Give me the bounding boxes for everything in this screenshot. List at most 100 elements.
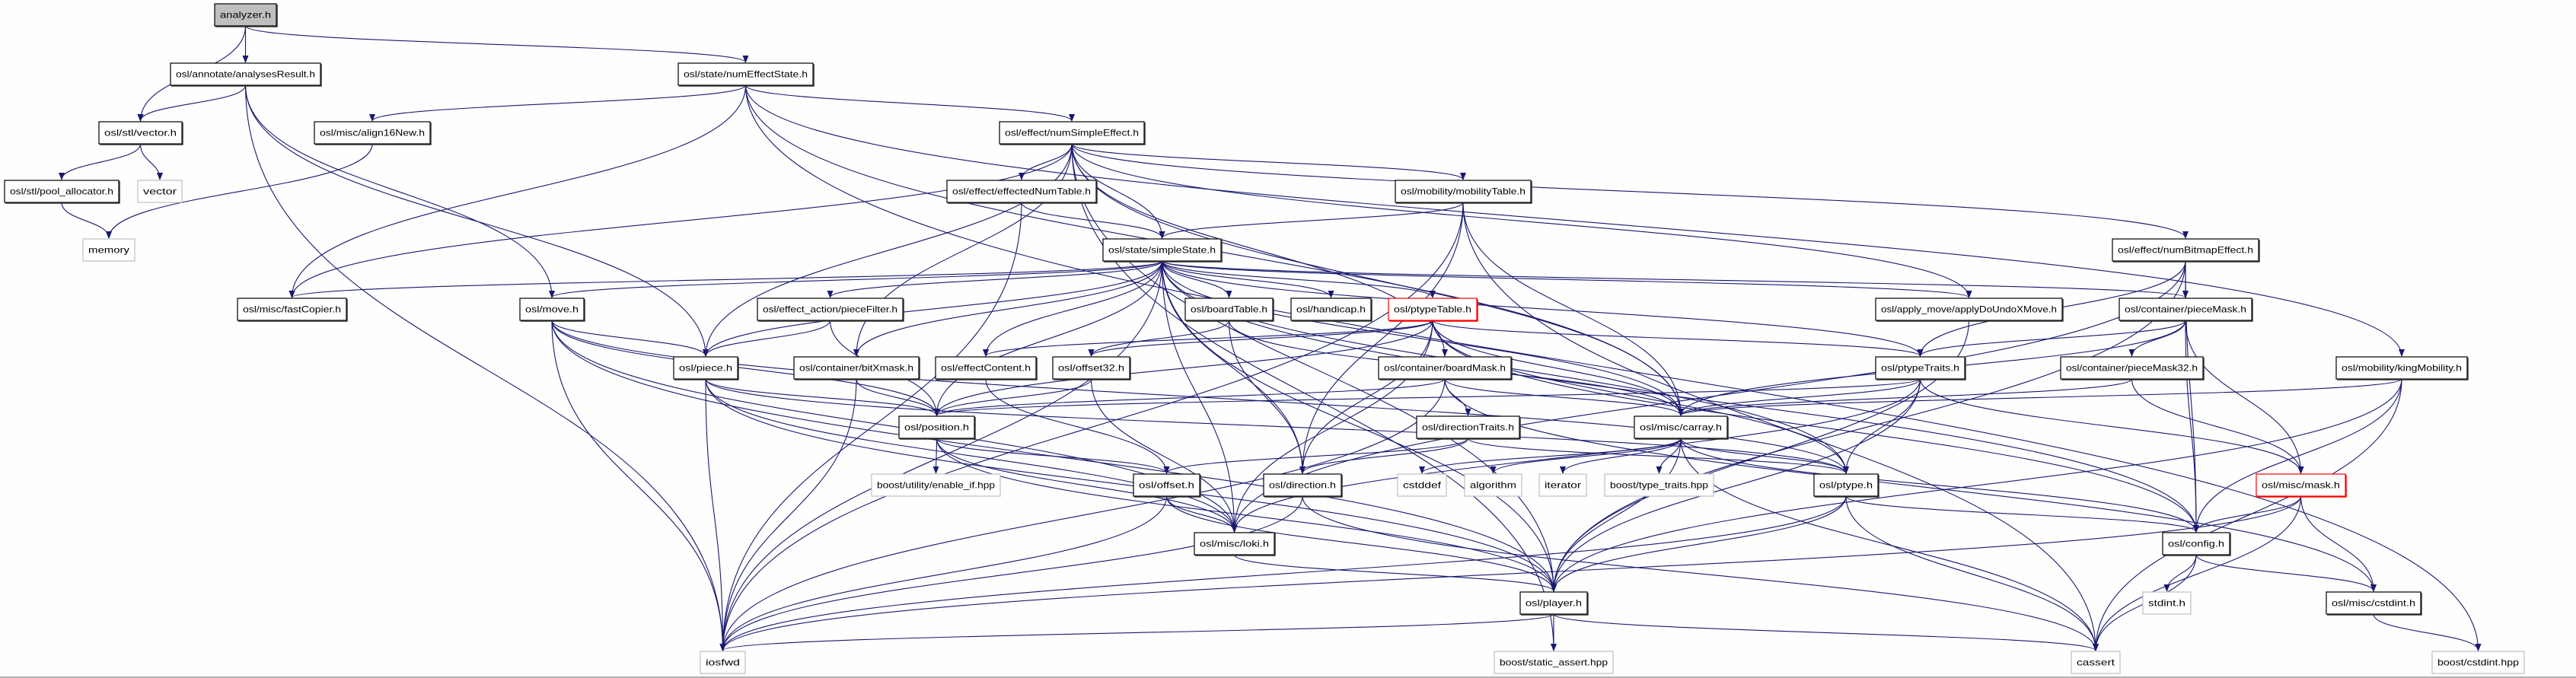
node-ptypeTable[interactable]: osl/ptypeTable.h [1388, 298, 1478, 322]
node-box [237, 298, 347, 321]
edge-ptypeTraits-to-mask [1919, 378, 2304, 474]
edge-ptypeTable-to-carray [1432, 320, 1684, 416]
edge-mobilityTable-to-carray [1462, 202, 1684, 416]
node-player[interactable]: osl/player.h [1519, 591, 1589, 616]
node-label: osl/misc/cstdint.h [2332, 598, 2415, 609]
node-label: osl/effect/effectedNumTable.h [952, 186, 1091, 197]
node-label: cstddef [1403, 480, 1442, 491]
node-box [2112, 238, 2259, 262]
edge-player-to-cassert [1553, 613, 2099, 651]
node-shadow [1054, 358, 1131, 380]
node-box [2071, 651, 2121, 674]
node-mask[interactable]: osl/misc/mask.h [2256, 473, 2347, 498]
node-box [898, 415, 975, 439]
node-shadow [2061, 358, 2205, 380]
edge-carray-to-config [1680, 438, 2199, 533]
node-shadow [1186, 299, 1274, 322]
node-box [1604, 473, 1714, 497]
node-kingMobility[interactable]: osl/mobility/kingMobility.h [2335, 356, 2469, 380]
node-label: osl/container/boardMask.h [1384, 363, 1506, 374]
node-position[interactable]: osl/position.h [898, 415, 976, 440]
edge-numSimpleEffect-to-player [1071, 143, 1557, 592]
edge-position-to-loki [936, 438, 1238, 533]
node-loki[interactable]: osl/misc/loki.h [1194, 532, 1276, 556]
edge-piece-to-position [705, 378, 940, 416]
node-shadow [900, 417, 976, 440]
node-pieceFilter[interactable]: osl/effect_action/pieceFilter.h [757, 298, 904, 322]
node-box [2431, 651, 2525, 674]
node-mobilityTable[interactable]: osl/mobility/mobilityTable.h [1395, 180, 1532, 204]
node-box [314, 121, 431, 145]
node-box [2256, 473, 2346, 497]
node-numBitmapEffect[interactable]: osl/effect/numBitmapEffect.h [2112, 238, 2260, 263]
node-shadow [1104, 240, 1223, 263]
node-bitXmask[interactable]: osl/container/bitXmask.h [793, 356, 920, 380]
node-pieceMask32[interactable]: osl/container/pieceMask32.h [2060, 356, 2205, 380]
node-effectContent[interactable]: osl/effectContent.h [935, 356, 1038, 380]
edge-position-to-player [936, 438, 1557, 592]
edge-mask-to-cassert [2093, 495, 2302, 651]
node-carray[interactable]: osl/misc/carray.h [1634, 415, 1729, 440]
node-label: osl/misc/fastCopier.h [243, 304, 341, 315]
node-boardTable[interactable]: osl/boardTable.h [1184, 298, 1274, 322]
edge-ptype-to-player [1551, 495, 1847, 592]
node-offset[interactable]: osl/offset.h [1133, 473, 1201, 498]
edge-ptype-to-config [1845, 495, 2199, 533]
edge-kingMobility-to-carray [1678, 378, 2402, 416]
node-align16New[interactable]: osl/misc/align16New.h [314, 121, 432, 145]
edge-direction-to-iosfwd [719, 495, 1303, 651]
node-analysesResult[interactable]: osl/annotate/analysesResult.h [170, 62, 322, 87]
edge-piece-to-iosfwd [705, 378, 726, 651]
node-handicap[interactable]: osl/handicap.h [1290, 298, 1372, 322]
node-numSimpleEffect[interactable]: osl/effect/numSimpleEffect.h [999, 121, 1146, 145]
node-box [4, 180, 120, 203]
node-shadow [1876, 358, 1966, 380]
node-box [1494, 651, 1614, 674]
node-box [2326, 591, 2421, 615]
edge-player-to-iosfwd [719, 613, 1554, 651]
node-effectedNumTable[interactable]: osl/effect/effectedNumTable.h [946, 180, 1098, 204]
node-direction[interactable]: osl/direction.h [1263, 473, 1343, 498]
node-applyDoUndo[interactable]: osl/apply_move/applyDoUndoXMove.h [1875, 298, 2064, 322]
node-config[interactable]: osl/config.h [2162, 532, 2231, 556]
edge-vectorh-to-vector [139, 143, 163, 180]
node-offset32[interactable]: osl/offset32.h [1052, 356, 1131, 380]
node-fastCopier[interactable]: osl/misc/fastCopier.h [237, 298, 348, 322]
node-label: osl/misc/carray.h [1640, 422, 1722, 433]
node-directionTraits[interactable]: osl/directionTraits.h [1416, 415, 1521, 440]
node-shadow [2337, 358, 2469, 380]
edge-position-to-offset [936, 438, 1170, 474]
node-ptypeTraits[interactable]: osl/ptypeTraits.h [1875, 356, 1966, 380]
node-label: osl/container/bitXmask.h [799, 363, 913, 374]
node-label: osl/misc/loki.h [1200, 539, 1269, 549]
node-label: osl/position.h [904, 422, 969, 433]
node-box [1538, 473, 1587, 497]
node-box [2335, 356, 2468, 380]
node-label: boost/utility/enable_if.hpp [877, 480, 995, 491]
edge-ptypeTable-to-ptypeTraits [1432, 320, 1924, 357]
edge-simpleState-to-carray [1161, 260, 1684, 416]
edge-offset32-to-loki [1090, 378, 1238, 533]
node-pieceMask[interactable]: osl/container/pieceMask.h [2119, 298, 2253, 322]
node-shadow [1264, 475, 1343, 498]
edge-analysesResult-to-vectorh [137, 84, 247, 122]
edge-simpleState-to-effectContent [983, 260, 1163, 357]
edge-mobilityTable-to-simpleState [1159, 202, 1464, 239]
node-piece[interactable]: osl/piece.h [673, 356, 739, 380]
edge-mask-to-config [2193, 495, 2302, 533]
node-pool[interactable]: osl/stl/pool_allocator.h [4, 180, 120, 204]
node-ptype[interactable]: osl/ptype.h [1813, 473, 1879, 498]
edge-boardMask-to-iosfwd [719, 378, 1446, 651]
edge-pieceMask32-to-carray [1678, 378, 2133, 416]
node-boost_cstdint: boost/cstdint.hpp [2431, 651, 2525, 674]
node-numEffectState[interactable]: osl/state/numEffectState.h [677, 62, 815, 87]
node-cstdint[interactable]: osl/misc/cstdint.h [2326, 591, 2422, 616]
node-simpleState[interactable]: osl/state/simpleState.h [1102, 238, 1223, 263]
node-vectorh[interactable]: osl/stl/vector.h [98, 121, 183, 145]
node-label: osl/config.h [2168, 539, 2224, 549]
edge-kingMobility-to-cassert [2093, 378, 2402, 651]
node-move[interactable]: osl/move.h [519, 298, 585, 322]
node-analyzer[interactable]: analyzer.h [214, 3, 278, 27]
edge-offset32-to-position [933, 378, 1092, 416]
node-boardMask[interactable]: osl/container/boardMask.h [1378, 356, 1513, 380]
